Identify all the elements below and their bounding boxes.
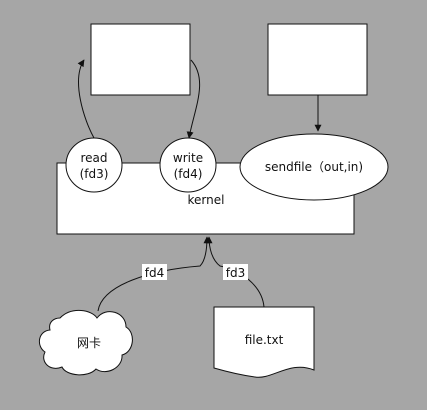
read-label: read [80,151,107,165]
kernel-label: kernel [188,193,225,207]
network-to-kernel-arrow [97,236,211,312]
network-card-cloud [38,310,133,376]
write-operation [159,137,217,193]
read-to-user-arrow [77,59,95,139]
user-to-write-arrow [186,59,201,139]
fd3-label: fd3 [226,266,245,280]
read-operation [65,137,123,193]
write-fd-label: (fd4) [174,167,203,181]
file-document [213,306,315,378]
user-buffer-box-right [267,23,368,96]
fd4-label-bg [142,264,167,280]
user-buffer-box-left [90,23,191,96]
network-card-label: 网卡 [77,336,101,350]
file-to-kernel-arrow [205,236,265,308]
fd4-label: fd4 [145,266,164,280]
read-fd-label: (fd3) [80,167,109,181]
sendfile-label: sendfile（out,in) [265,160,363,174]
file-label: file.txt [245,333,284,347]
sendfile-operation [239,133,389,201]
write-label: write [173,151,203,165]
fd3-label-bg [223,264,248,280]
